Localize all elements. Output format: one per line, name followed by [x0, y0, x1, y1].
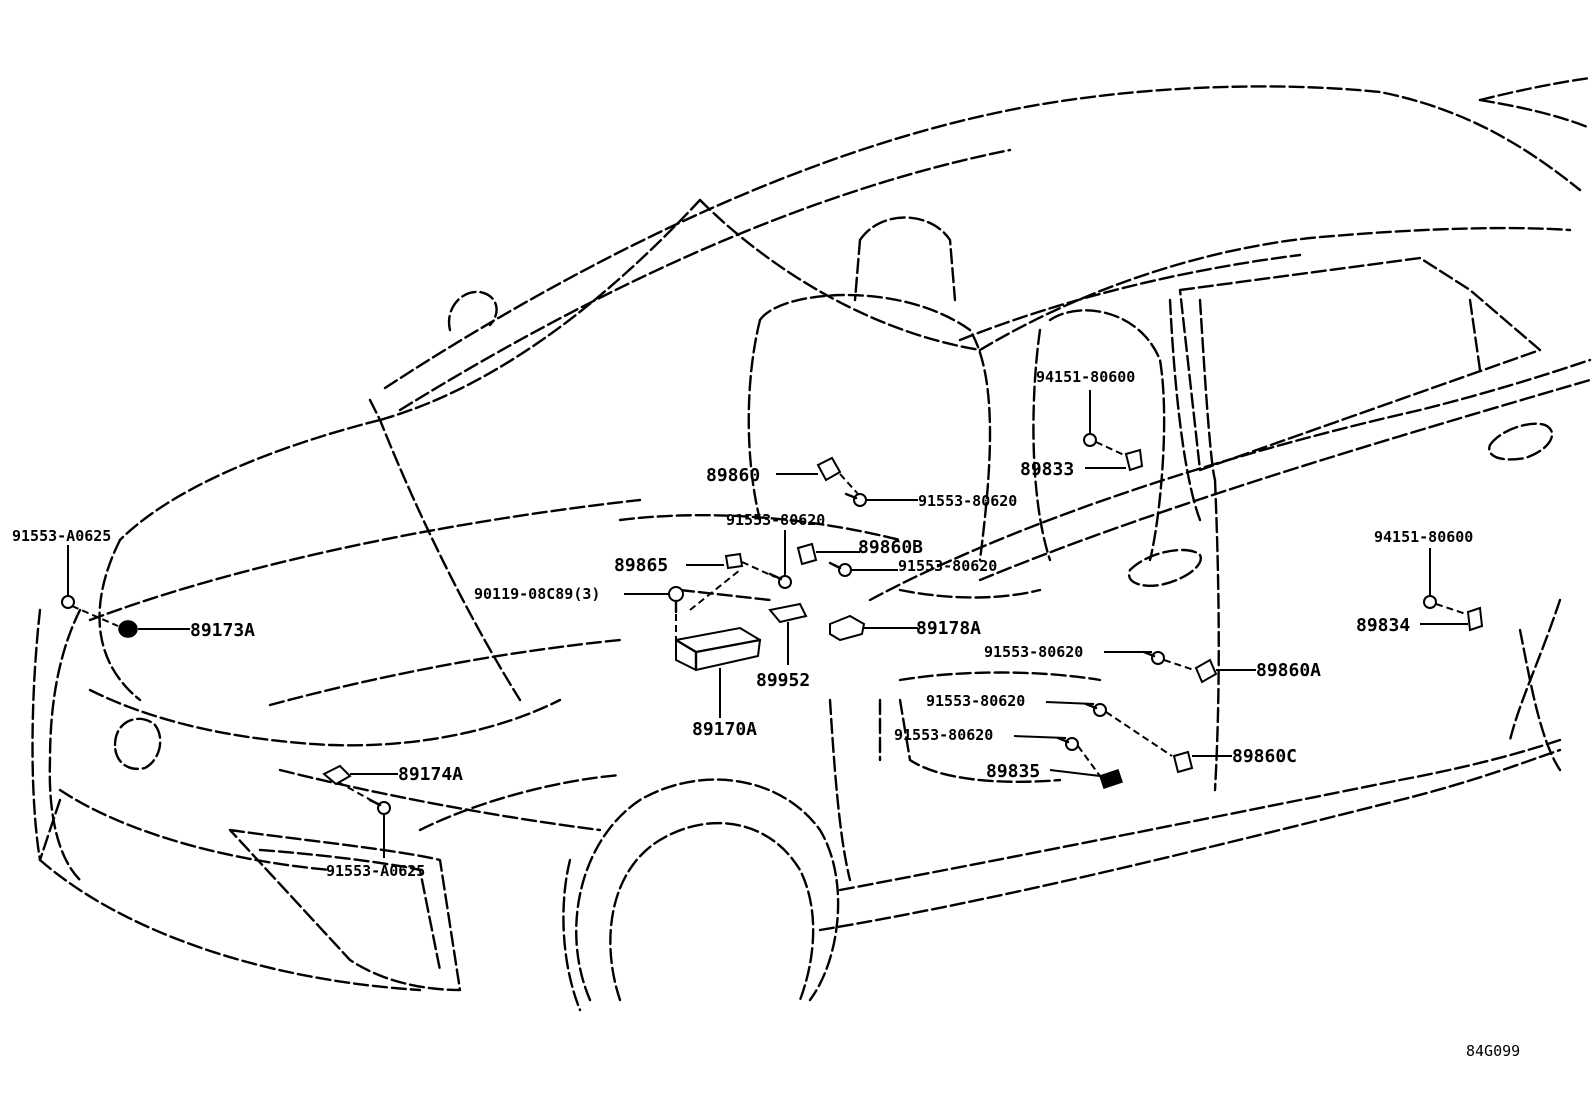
label-94151-80600-b: 94151-80600 [1374, 528, 1473, 546]
nut-94151-80600-a [1083, 433, 1097, 447]
label-89174A: 89174A [398, 764, 463, 785]
sensor-89834 [1466, 606, 1484, 632]
sensor-89174A [322, 764, 352, 786]
label-89173A: 89173A [190, 620, 255, 641]
label-89834: 89834 [1356, 615, 1410, 636]
leader-lines [67, 390, 1468, 858]
nut-94151-80600-b [1423, 595, 1437, 609]
label-89860: 89860 [706, 465, 760, 486]
sensor-89178A [829, 614, 866, 642]
sensor-89860C [1172, 750, 1194, 774]
label-91553-80620-d: 91553-80620 [984, 643, 1083, 661]
label-91553-80620-f: 91553-80620 [894, 726, 993, 744]
label-89833: 89833 [1020, 459, 1074, 480]
bolt-90119-08C89 [668, 586, 684, 614]
label-89952: 89952 [756, 670, 810, 691]
ecu-89170A [674, 626, 762, 672]
sensor-89835 [1099, 769, 1123, 789]
label-89865: 89865 [614, 555, 668, 576]
label-91553-A0625-a: 91553-A0625 [12, 527, 111, 545]
label-89178A: 89178A [916, 618, 981, 639]
label-91553-80620-c: 91553-80620 [898, 557, 997, 575]
label-89860B: 89860B [858, 537, 923, 558]
sensor-89173A [118, 620, 138, 638]
bracket-89952 [768, 602, 808, 624]
bolt-91553-80620-f [1056, 736, 1079, 751]
label-89860A: 89860A [1256, 660, 1321, 681]
label-89860C: 89860C [1232, 746, 1297, 767]
label-89835: 89835 [986, 761, 1040, 782]
car-body-outline [31, 76, 1592, 1012]
label-91553-80620-e: 91553-80620 [926, 692, 1025, 710]
part-labels: 89860 91553-80620 91553-80620 89860B 915… [12, 368, 1473, 880]
bolt-91553-A0625-b [368, 798, 391, 815]
bolt-91553-80620-a [844, 492, 867, 507]
bolt-91553-80620-e [1084, 702, 1107, 717]
label-89170A: 89170A [692, 719, 757, 740]
label-91553-80620-b: 91553-80620 [726, 511, 825, 529]
sensor-89860 [816, 456, 842, 482]
sensor-89860A [1194, 658, 1218, 684]
sensor-89865 [724, 552, 744, 570]
label-94151-80600-a: 94151-80600 [1036, 368, 1135, 386]
parts [61, 433, 1484, 815]
label-91553-80620-a: 91553-80620 [918, 492, 1017, 510]
label-91553-A0625-b: 91553-A0625 [326, 862, 425, 880]
sensor-89860B [796, 542, 818, 566]
label-90119-08C89: 90119-08C89(3) [474, 585, 600, 603]
sensor-89833 [1124, 448, 1144, 472]
bolt-91553-80620-d [1142, 650, 1165, 665]
bolt-91553-80620-c [828, 561, 852, 577]
diagram-code: 84G099 [1466, 1042, 1520, 1060]
